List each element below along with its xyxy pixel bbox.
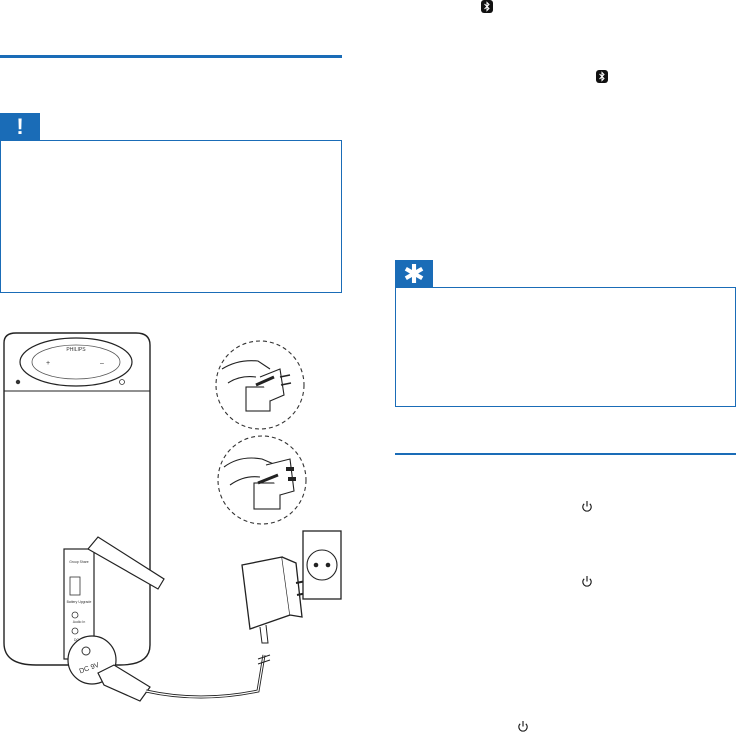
section-heading-rule xyxy=(395,453,736,455)
tip-box xyxy=(395,287,736,407)
power-adapter xyxy=(241,556,291,630)
caution-tab: ! xyxy=(0,113,40,141)
speaker-control-panel xyxy=(19,337,133,387)
speaker-brand-text: PHILIPS xyxy=(66,347,86,353)
bluetooth-icon xyxy=(596,70,608,83)
power-icon xyxy=(582,576,592,587)
power-cable xyxy=(145,654,266,699)
exclamation-icon: ! xyxy=(16,114,24,139)
svg-text:–: – xyxy=(100,360,104,367)
port-label-group-share: Group Share xyxy=(69,560,89,564)
caution-box xyxy=(0,140,342,293)
tip-tab: ✱ xyxy=(395,258,433,289)
port-label-audio-in: Audio In xyxy=(73,620,86,624)
port-label-battery-upgrade: Battery Upgrade xyxy=(67,600,92,604)
dc-plug xyxy=(97,664,151,702)
plug-detail-circle-1 xyxy=(215,340,305,430)
speaker-button xyxy=(15,379,21,385)
speaker-body xyxy=(3,332,151,666)
speaker-port-flap xyxy=(87,536,165,590)
bluetooth-icon xyxy=(481,0,493,13)
power-icon xyxy=(518,721,528,732)
power-connection-illustration: PHILIPS + – Group Share Battery Upgrade … xyxy=(3,332,342,702)
section-heading-rule xyxy=(0,55,342,58)
wall-socket xyxy=(302,530,342,600)
power-icon xyxy=(582,501,592,512)
svg-text:+: + xyxy=(46,360,50,367)
asterisk-icon: ✱ xyxy=(403,258,425,289)
